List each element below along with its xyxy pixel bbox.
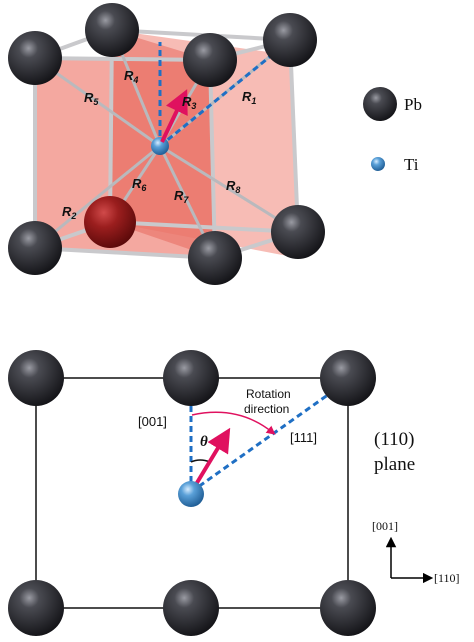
bond-label-r3: R3 (182, 94, 196, 111)
axis-001-label: [001] (372, 519, 398, 533)
unit-cell-3d: R1 R2 R3 R4 R5 R6 R7 R8 (8, 3, 325, 285)
displacement-arrow-3d (160, 89, 188, 143)
pb-atom (163, 350, 219, 406)
pb-atom (188, 231, 242, 285)
legend-pb-atom (363, 87, 397, 121)
label-theta: θ (200, 434, 208, 450)
pb-atom (8, 31, 62, 85)
pb-atom (163, 580, 219, 636)
pb-atom (85, 3, 139, 57)
pb-atom (8, 580, 64, 636)
bond-label-r5: R5 (84, 90, 99, 107)
label-plane-line1: (110) (374, 429, 414, 450)
bond-label-r4: R4 (124, 68, 138, 85)
rotation-arc (191, 411, 276, 435)
dashed-111-3d (159, 40, 289, 148)
legend-ti-atom (371, 157, 385, 171)
label-dir-001: [001] (138, 414, 167, 429)
bond-labels: R1 R2 R3 R4 R5 R6 R7 R8 (62, 68, 256, 221)
legend-pb-label: Pb (404, 95, 422, 114)
bond-label-r7: R7 (174, 188, 189, 205)
dashed-111-plane (190, 380, 347, 494)
ti-atom (178, 481, 204, 507)
pb-atom (320, 350, 376, 406)
legend-ti-label: Ti (404, 155, 419, 174)
pb-atom (8, 221, 62, 275)
bond-label-r1: R1 (242, 89, 256, 106)
displacement-arrow-plane (193, 427, 231, 488)
label-plane-line2: plane (374, 454, 415, 475)
axes-indicator: [001] [110] (372, 519, 460, 585)
label-dir-111: [111] (290, 430, 317, 445)
bond-label-r8: R8 (226, 178, 240, 195)
pb-atom (8, 350, 64, 406)
pb-atom (183, 33, 237, 87)
pb-atom (271, 205, 325, 259)
pb-atom (320, 580, 376, 636)
label-rotation-line2: direction (244, 402, 289, 416)
bond-label-r6: R6 (132, 176, 147, 193)
theta-arc (190, 459, 211, 463)
legend: Pb Ti (363, 87, 422, 174)
bond-label-r2: R2 (62, 204, 76, 221)
pb-atom-highlighted (84, 196, 136, 248)
plane-110-view: [001] [111] Rotation direction θ (110) p… (8, 350, 460, 636)
label-rotation-line1: Rotation (246, 387, 291, 401)
pb-atom (263, 13, 317, 67)
axis-110-label: [110] (434, 571, 460, 585)
ti-atom (151, 137, 169, 155)
